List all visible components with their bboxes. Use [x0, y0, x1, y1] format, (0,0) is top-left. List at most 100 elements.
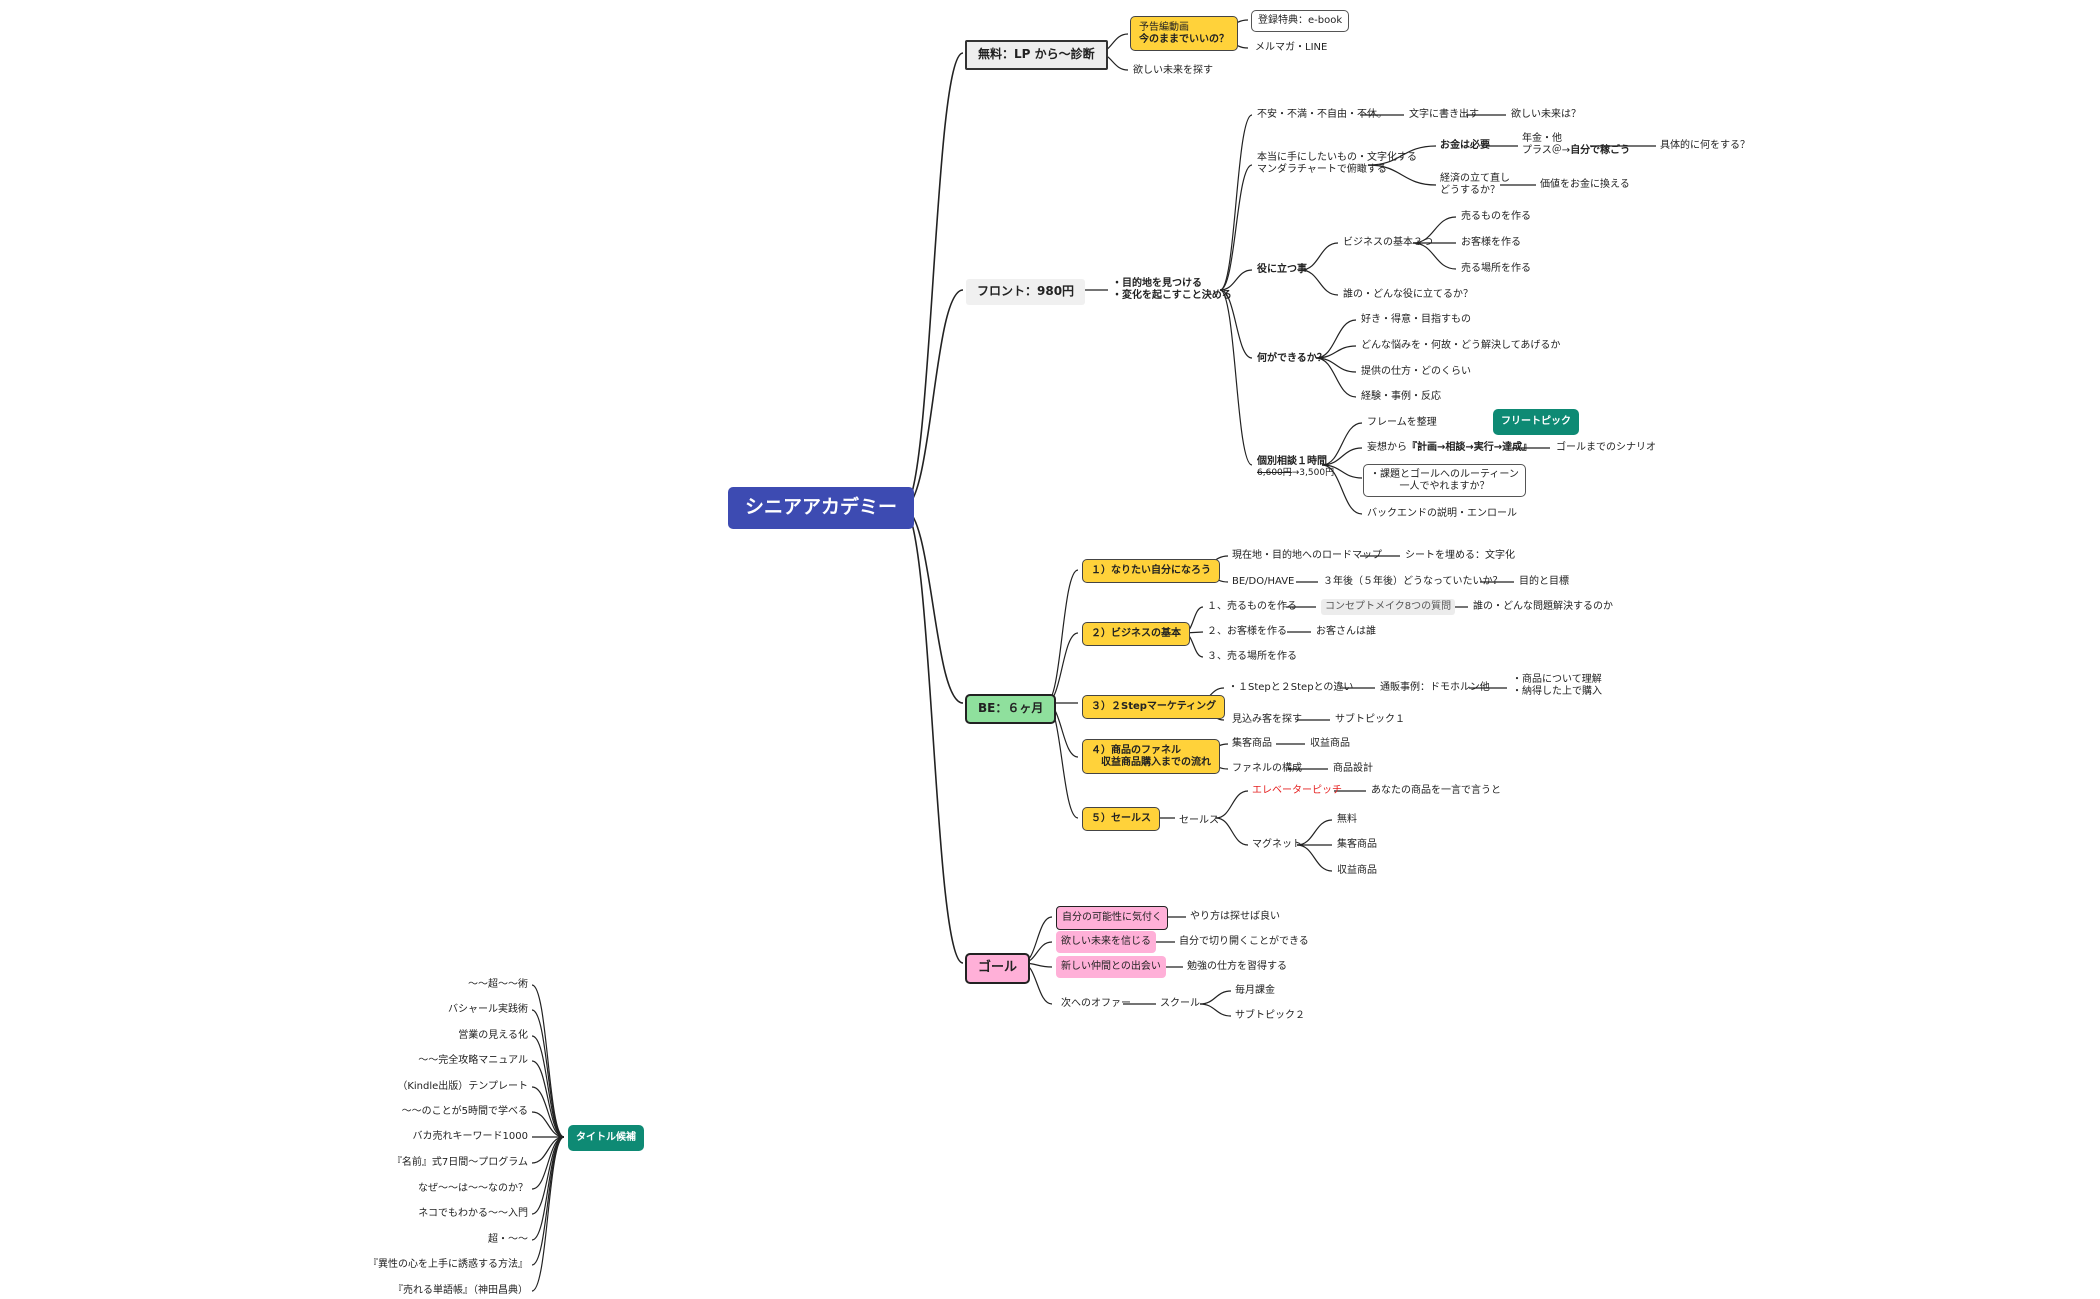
node-school[interactable]: スクール: [1160, 998, 1200, 1009]
title-candidate-item[interactable]: 超・〜〜: [488, 1234, 528, 1245]
node-sannen[interactable]: ３年後（５年後）どうなっていたいか？: [1323, 576, 1503, 587]
node-teikyo[interactable]: 提供の仕方・どのくらい: [1361, 366, 1471, 377]
title-candidate-item[interactable]: 〜〜超〜〜術: [468, 979, 528, 990]
node-be-s4[interactable]: ４）商品のファネル 収益商品購入までの流れ: [1082, 739, 1220, 774]
node-roadmap[interactable]: 現在地・目的地へのロードマップ: [1232, 550, 1382, 561]
node-mikomi[interactable]: 見込み客を探す: [1232, 714, 1302, 725]
node-sales[interactable]: セールス: [1179, 815, 1219, 826]
node-maitsuki[interactable]: 毎月課金: [1235, 985, 1275, 996]
title-candidate-item[interactable]: 『名前』式7日間〜プログラム: [391, 1157, 528, 1168]
node-funnel[interactable]: ファネルの構成: [1232, 763, 1302, 774]
title-candidate-item[interactable]: 〜〜のことが5時間で学べる: [401, 1106, 528, 1117]
node-shuukyaku[interactable]: 集客商品: [1232, 738, 1272, 749]
node-yokoku[interactable]: 予告編動画 今のままでいいの？: [1130, 16, 1238, 51]
front-goal-line2: ・変化を起こすこと決める: [1112, 289, 1232, 301]
branch-goal[interactable]: ゴール: [965, 953, 1031, 984]
node-m-shuukyaku[interactable]: 集客商品: [1337, 839, 1377, 850]
title-candidate-item[interactable]: （Kindle出版）テンプレート: [397, 1081, 528, 1092]
node-fuan[interactable]: 不安・不満・不自由・不休。: [1257, 109, 1387, 120]
connector: [1412, 216, 1457, 244]
node-benkyou[interactable]: 勉強の仕方を習得する: [1187, 961, 1287, 972]
node-nani[interactable]: 何ができるか？: [1257, 353, 1327, 364]
connector: [1321, 464, 1363, 515]
node-kihon3[interactable]: ビジネスの基本３つ: [1343, 237, 1433, 248]
node-bedo[interactable]: BE/DO/HAVE: [1232, 576, 1295, 587]
node-kobetsu[interactable]: 個別相談１時間 6,600円→3,500円: [1257, 456, 1334, 478]
node-m-shueki[interactable]: 収益商品: [1337, 865, 1377, 876]
node-dare[interactable]: 誰の・どんな役に立てるか？: [1343, 289, 1473, 300]
node-anata[interactable]: あなたの商品を一言で言うと: [1371, 785, 1501, 796]
node-nayami[interactable]: どんな悩みを・何故・どう解決してあげるか: [1361, 340, 1561, 351]
root-node[interactable]: シニアアカデミー: [728, 487, 915, 529]
node-subtopic1[interactable]: サブトピック１: [1335, 714, 1405, 725]
node-mokuteki[interactable]: 目的と目標: [1519, 576, 1569, 587]
node-keiken[interactable]: 経験・事例・反応: [1361, 391, 1441, 402]
node-mousou[interactable]: 妄想から『計画→相談→実行→達成』: [1367, 442, 1532, 454]
node-shueki[interactable]: 収益商品: [1310, 738, 1350, 749]
node-ebook[interactable]: 登録特典：e-book: [1251, 10, 1350, 32]
node-kadai[interactable]: ・課題とゴールへのルーティーン 一人でやれますか？: [1363, 464, 1526, 497]
node-step[interactable]: ・１Stepと２Stepとの違い: [1228, 682, 1354, 693]
node-k1[interactable]: １、売るものを作る: [1207, 601, 1297, 612]
node-nenkin[interactable]: 年金・他 プラス＠→自分で稼ごう: [1522, 133, 1630, 156]
node-g2[interactable]: 欲しい未来を信じる: [1056, 931, 1156, 953]
node-hoshii[interactable]: 欲しい未来を探す: [1133, 65, 1213, 76]
node-gutai[interactable]: 具体的に何をする？: [1660, 140, 1750, 151]
node-be-s5[interactable]: ５）セールス: [1082, 807, 1160, 831]
node-scenario[interactable]: ゴールまでのシナリオ: [1556, 442, 1656, 453]
node-be-s1[interactable]: １）なりたい自分になろう: [1082, 559, 1220, 583]
branch-free[interactable]: 無料：LP から〜診断: [965, 40, 1108, 70]
node-k2[interactable]: ２、お客様を作る: [1207, 626, 1287, 637]
node-mailmag[interactable]: メルマガ・LINE: [1255, 42, 1328, 53]
node-kirihiraku[interactable]: 自分で切り開くことができる: [1179, 936, 1309, 947]
title-candidate-item[interactable]: 『売れる単語帳』（神田昌典）: [393, 1285, 528, 1296]
node-sheet[interactable]: シートを埋める：文字化: [1405, 550, 1515, 561]
node-okyakusan[interactable]: お客さんは誰: [1316, 626, 1376, 637]
node-front-goal[interactable]: ・目的地を見つける ・変化を起こすこと決める: [1112, 278, 1232, 301]
connector: [902, 507, 964, 964]
node-hoshii-mirai[interactable]: 欲しい未来は？: [1511, 109, 1581, 120]
node-okane[interactable]: お金は必要: [1440, 140, 1490, 151]
node-next[interactable]: 次へのオファー: [1061, 998, 1131, 1009]
node-basho[interactable]: 売る場所を作る: [1461, 263, 1531, 274]
node-title-candidates[interactable]: タイトル候補: [568, 1125, 644, 1151]
title-candidate-item[interactable]: 〜〜完全攻略マニュアル: [418, 1055, 528, 1066]
node-k3[interactable]: ３、売る場所を作る: [1207, 651, 1297, 662]
connector: [531, 1060, 565, 1138]
title-candidate-item[interactable]: 営業の見える化: [458, 1030, 528, 1041]
branch-front[interactable]: フロント：980円: [966, 279, 1086, 305]
branch-be[interactable]: BE：６ヶ月: [965, 694, 1057, 724]
node-free-pick[interactable]: フリートピック: [1493, 409, 1579, 435]
title-candidate-item[interactable]: バカ売れキーワード1000: [412, 1131, 528, 1142]
node-dare-mondai[interactable]: 誰の・どんな問題解決するのか: [1473, 601, 1613, 612]
node-keizai[interactable]: 経済の立て直し どうするか？: [1440, 173, 1510, 196]
node-shohin[interactable]: ・商品について理解 ・納得した上で購入: [1512, 674, 1602, 697]
node-g1[interactable]: 自分の可能性に気付く: [1056, 906, 1168, 930]
node-tsuhan[interactable]: 通販事例：ドモホルン他: [1380, 682, 1490, 693]
node-be-s2[interactable]: ２）ビジネスの基本: [1082, 622, 1190, 646]
node-yaku[interactable]: 役に立つ事: [1257, 264, 1307, 275]
mousou-pre: 妄想から: [1367, 442, 1407, 453]
node-ureru-mono[interactable]: 売るものを作る: [1461, 211, 1531, 222]
node-be-s3[interactable]: ３）２Stepマーケティング: [1082, 695, 1226, 719]
title-candidate-item[interactable]: バシャール実践術: [448, 1004, 528, 1015]
node-backend[interactable]: バックエンドの説明・エンロール: [1367, 508, 1517, 519]
title-candidate-item[interactable]: 『異性の心を上手に誘惑する方法』: [368, 1259, 528, 1270]
node-elevator[interactable]: エレベーターピッチ: [1252, 785, 1342, 796]
node-concept[interactable]: コンセプトメイク8つの質問: [1321, 599, 1456, 615]
node-okyaku[interactable]: お客様を作る: [1461, 237, 1521, 248]
node-kachi[interactable]: 価値をお金に換える: [1540, 179, 1630, 190]
node-hontou[interactable]: 本当に手にしたいもの・文字化する マンダラチャートで俯瞰する: [1257, 152, 1417, 175]
node-moji[interactable]: 文字に書き出す: [1409, 109, 1479, 120]
node-g3[interactable]: 新しい仲間との出会い: [1056, 956, 1166, 978]
node-subtopic2[interactable]: サブトピック２: [1235, 1010, 1305, 1021]
connector: [1296, 844, 1333, 872]
node-suki[interactable]: 好き・得意・目指すもの: [1361, 314, 1471, 325]
node-magnet[interactable]: マグネット: [1252, 839, 1302, 850]
node-muryou[interactable]: 無料: [1337, 814, 1357, 825]
node-frame[interactable]: フレームを整理: [1367, 417, 1437, 428]
node-sekkei[interactable]: 商品設計: [1333, 763, 1373, 774]
node-yarikata[interactable]: やり方は探せば良い: [1190, 911, 1280, 922]
title-candidate-item[interactable]: なぜ〜〜は〜〜なのか？: [418, 1183, 528, 1194]
title-candidate-item[interactable]: ネコでもわかる〜〜入門: [418, 1208, 528, 1219]
